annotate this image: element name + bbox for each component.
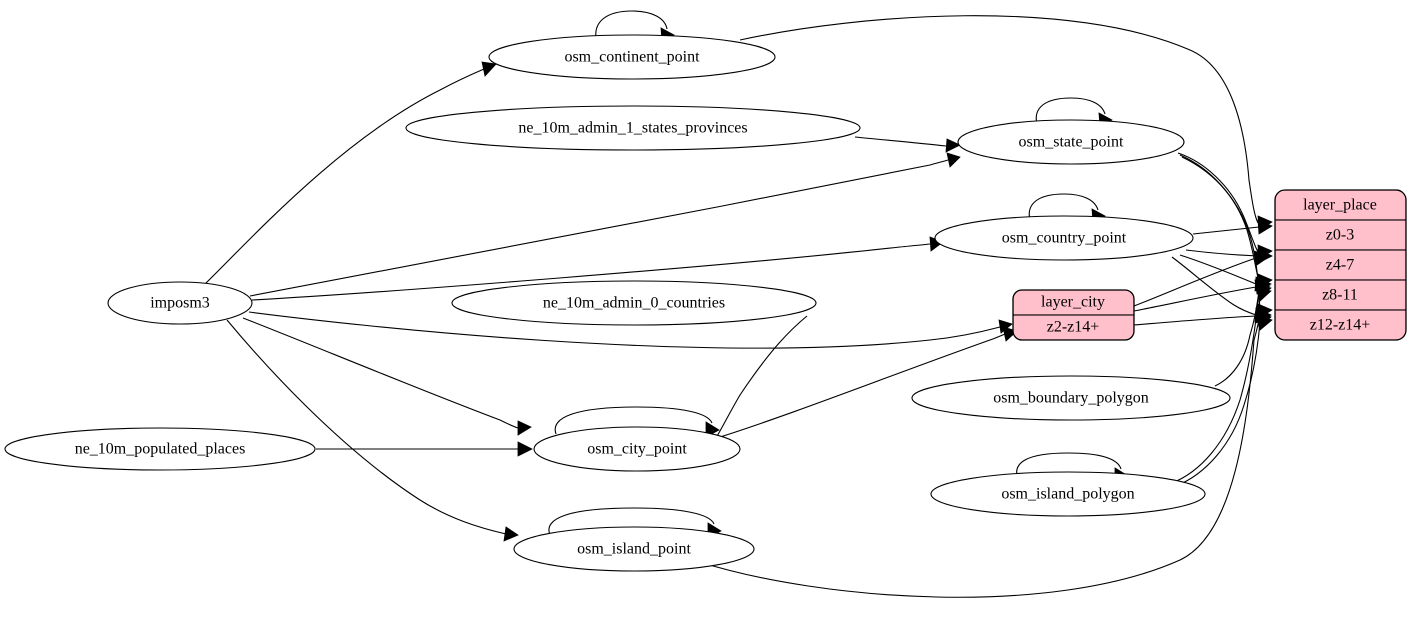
edge-ne_10m_admin_0_countries-osm_city_point bbox=[715, 315, 808, 439]
edge-osm_country_point-layer_place-z0-3 bbox=[1192, 226, 1260, 235]
node-shape[interactable] bbox=[911, 375, 1231, 421]
node-label: osm_continent_point bbox=[564, 49, 700, 66]
node-label: osm_city_point bbox=[587, 441, 687, 458]
arrowhead bbox=[517, 420, 532, 436]
edge-ne_10m_admin_1_states_provinces-osm_state_point bbox=[854, 136, 947, 147]
arrowhead bbox=[481, 61, 497, 77]
node-shape[interactable] bbox=[533, 426, 741, 472]
edge-imposm3-osm_country_point bbox=[251, 243, 931, 301]
node-osm_city_point[interactable]: osm_city_point bbox=[533, 426, 741, 472]
node-imposm3[interactable]: imposm3 bbox=[107, 281, 253, 325]
edge-osm_city_point-self bbox=[554, 406, 713, 435]
record-node-layer_city[interactable]: layer_city z2-z14+ bbox=[1012, 289, 1135, 341]
edge-osm_state_point-self bbox=[1035, 97, 1106, 125]
node-osm_boundary_polygon[interactable]: osm_boundary_polygon bbox=[911, 375, 1231, 421]
edge-osm_city_point-layer_city-z2-z14 bbox=[719, 333, 1006, 438]
record-row-label: z8-11 bbox=[1322, 287, 1358, 304]
node-osm_island_point[interactable]: osm_island_point bbox=[513, 526, 755, 572]
arrowhead bbox=[1257, 219, 1273, 235]
edge-layer_city-layer_place-z8-11 bbox=[1133, 286, 1257, 312]
edge-osm_continent_point-layer_place-z0-3 bbox=[739, 15, 1259, 224]
arrowhead bbox=[1255, 286, 1272, 302]
edge-imposm3-osm_state_point bbox=[249, 159, 949, 297]
record-node-layer: layer_city z2-z14+ layer_place z0-3 z4-7… bbox=[1012, 189, 1407, 341]
edge-osm_island_point-self bbox=[548, 507, 715, 536]
node-shape[interactable] bbox=[451, 280, 817, 326]
node-label: osm_state_point bbox=[1019, 134, 1124, 151]
edge-imposm3-layer_city bbox=[248, 311, 1001, 349]
arrowhead bbox=[1256, 314, 1273, 331]
node-shape[interactable] bbox=[957, 119, 1185, 165]
edge-imposm3-osm_island_point bbox=[226, 319, 507, 535]
edge-osm_island_point-layer_place-z12-z14 bbox=[699, 319, 1260, 598]
record-row-label: z12-z14+ bbox=[1310, 317, 1371, 334]
record-row-label: z0-3 bbox=[1326, 227, 1354, 244]
node-shape[interactable] bbox=[405, 105, 861, 151]
node-ne_10m_admin_0_countries[interactable]: ne_10m_admin_0_countries bbox=[451, 280, 817, 326]
node-shape[interactable] bbox=[513, 526, 755, 572]
record-row-port-z2-z14[interactable] bbox=[1013, 314, 1134, 340]
record-row-label: z2-z14+ bbox=[1047, 319, 1100, 336]
edge-osm_country_point-layer_place-z4-7 bbox=[1185, 249, 1259, 257]
edge-imposm3-osm_continent_point bbox=[204, 68, 485, 285]
edge-layer_city-layer_place-z4-7 bbox=[1133, 257, 1257, 307]
node-label: imposm3 bbox=[150, 295, 210, 312]
node-osm_continent_point[interactable]: osm_continent_point bbox=[488, 34, 776, 80]
record-row-label: layer_place bbox=[1303, 197, 1377, 214]
record-row-label: z4-7 bbox=[1326, 257, 1354, 274]
arrowhead bbox=[517, 441, 533, 457]
record-node-layer_place[interactable]: layer_place z0-3 z4-7 z8-11 z12-z14+ bbox=[1274, 189, 1407, 341]
node-shape[interactable] bbox=[4, 427, 316, 471]
node-shape[interactable] bbox=[930, 471, 1206, 517]
node-osm_island_polygon[interactable]: osm_island_polygon bbox=[930, 471, 1206, 517]
node-shape[interactable] bbox=[488, 34, 776, 80]
edge-osm_country_point-self bbox=[1028, 193, 1099, 221]
record-row-port-z12-z14[interactable] bbox=[1275, 309, 1406, 340]
arrowhead bbox=[945, 138, 961, 153]
node-osm_country_point[interactable]: osm_country_point bbox=[934, 215, 1194, 261]
node-shape[interactable] bbox=[107, 281, 253, 325]
node-layer: imposm3 ne_10m_populated_places ne_10m_a… bbox=[4, 34, 1231, 572]
record-row-label: layer_city bbox=[1041, 294, 1105, 311]
edge-osm_continent_point-self bbox=[595, 10, 668, 39]
edge-osm_island_polygon-self bbox=[1016, 452, 1122, 480]
edge-layer bbox=[204, 10, 1273, 598]
edge-layer_city-layer_place-z12-z14 bbox=[1133, 315, 1257, 326]
arrowhead bbox=[1253, 250, 1271, 266]
edge-osm_state_point-layer_place-z8-11 bbox=[1179, 154, 1260, 282]
arrowhead bbox=[503, 526, 519, 542]
node-label: osm_country_point bbox=[1002, 230, 1127, 247]
node-shape[interactable] bbox=[934, 215, 1194, 261]
node-osm_state_point[interactable]: osm_state_point bbox=[957, 119, 1185, 165]
edge-osm_boundary_polygon-layer_place-z8-11 bbox=[1214, 289, 1260, 387]
node-label: osm_island_point bbox=[577, 541, 691, 558]
edge-osm_island_polygon-layer_place-z8-11 bbox=[1171, 292, 1260, 484]
node-label: osm_island_polygon bbox=[1001, 486, 1134, 503]
record-border bbox=[1274, 189, 1407, 341]
edge-osm_state_point-layer_place-z4-7 bbox=[1177, 152, 1259, 253]
edge-osm_country_point-layer_place-z8-11 bbox=[1179, 254, 1257, 285]
edge-osm_country_point-layer_place-z12-z14 bbox=[1171, 256, 1257, 316]
record-border bbox=[1012, 289, 1135, 341]
node-label: ne_10m_populated_places bbox=[75, 441, 246, 458]
node-label: ne_10m_admin_1_states_provinces bbox=[518, 120, 747, 137]
node-label: ne_10m_admin_0_countries bbox=[543, 295, 725, 312]
edge-imposm3-osm_city_point bbox=[242, 317, 519, 429]
arrowhead bbox=[946, 152, 961, 168]
edge-osm_island_polygon-layer_place-z12-z14 bbox=[1175, 321, 1261, 487]
node-ne_10m_admin_1_states_provinces[interactable]: ne_10m_admin_1_states_provinces bbox=[405, 105, 861, 151]
node-label: osm_boundary_polygon bbox=[993, 390, 1149, 407]
node-ne_10m_populated_places[interactable]: ne_10m_populated_places bbox=[4, 427, 316, 471]
